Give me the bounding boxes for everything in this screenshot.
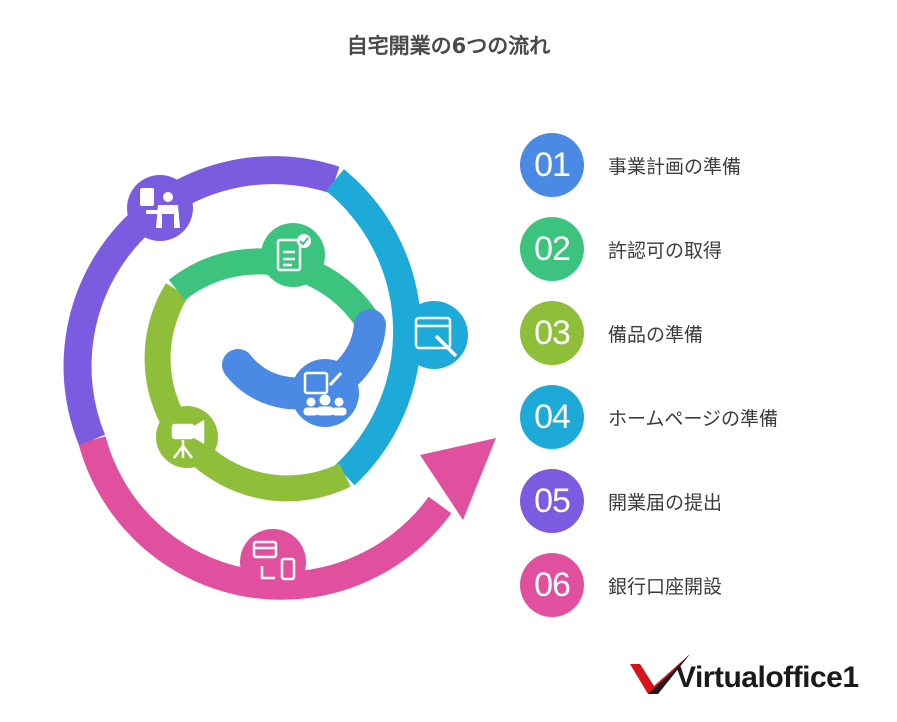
spiral-segment-05 <box>63 156 340 446</box>
card-phone-icon <box>252 540 296 581</box>
logo-text: Virtualoffice1 <box>676 661 859 694</box>
node-01 <box>291 359 359 427</box>
step-label: 開業届の提出 <box>608 491 723 514</box>
browser-window-icon <box>414 316 458 358</box>
step-number-badge: 06 <box>520 553 584 617</box>
page-title: 自宅開業の6つの流れ <box>346 34 551 58</box>
step-label: 事業計画の準備 <box>608 155 742 178</box>
node-02 <box>261 223 325 287</box>
step-05: 05 開業届の提出 <box>520 466 722 536</box>
camera-tripod-icon <box>171 419 205 459</box>
spiral-segment-06 <box>78 436 496 600</box>
step-06: 06 銀行口座開設 <box>520 550 722 620</box>
step-04: 04 ホームページの準備 <box>520 382 778 452</box>
step-label: 許認可の取得 <box>608 239 723 262</box>
step-label: 銀行口座開設 <box>608 575 723 598</box>
brand-logo: Virtualoffice1 <box>628 652 868 702</box>
step-number-badge: 04 <box>520 385 584 449</box>
step-number-badge: 01 <box>520 133 584 197</box>
step-number-badge: 02 <box>520 217 584 281</box>
step-01: 01 事業計画の準備 <box>520 130 741 200</box>
checklist-icon <box>276 234 311 272</box>
node-06 <box>240 529 306 595</box>
person-document-icon <box>140 188 180 228</box>
step-label: 備品の準備 <box>608 323 704 346</box>
spiral-diagram <box>63 156 496 600</box>
step-label: ホームページの準備 <box>608 407 779 430</box>
team-task-icon <box>303 371 347 416</box>
step-03: 03 備品の準備 <box>520 298 703 368</box>
logo-mark-icon <box>630 654 690 694</box>
arrow-head <box>420 438 496 520</box>
node-04 <box>400 301 468 369</box>
step-number-badge: 05 <box>520 469 584 533</box>
step-02: 02 許認可の取得 <box>520 214 722 284</box>
step-number-badge: 03 <box>520 301 584 365</box>
node-05 <box>127 175 193 241</box>
node-03 <box>156 406 218 468</box>
